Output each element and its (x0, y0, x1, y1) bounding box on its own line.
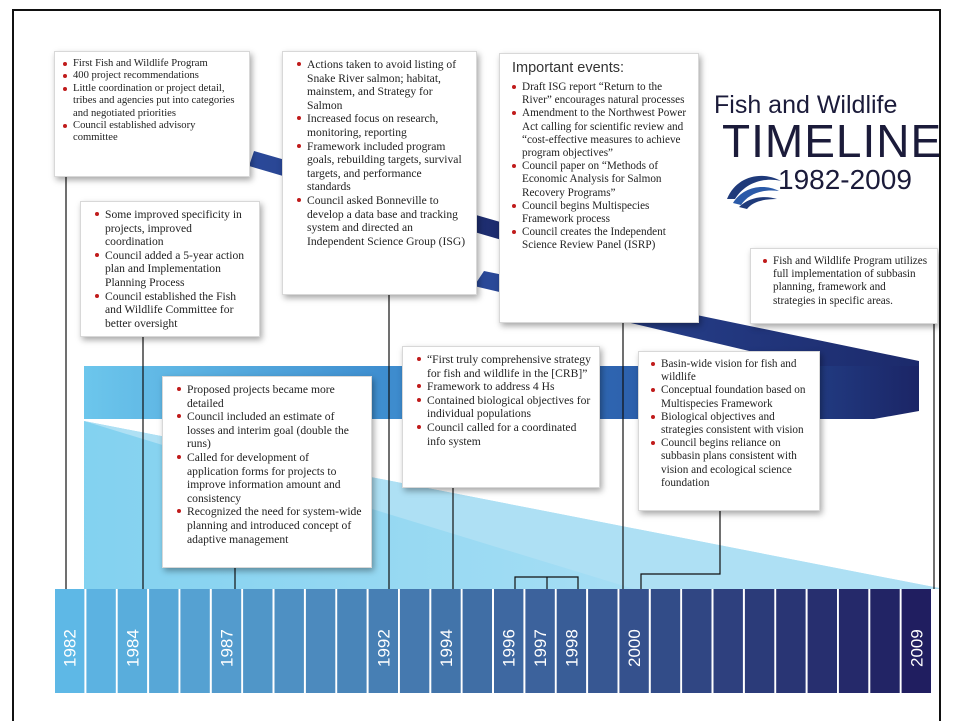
bullet-item: Recognized the need for system-wide plan… (177, 505, 363, 546)
year-label: 1994 (437, 629, 456, 667)
bullet-item: Council established the Fish and Wildlif… (95, 290, 251, 331)
bullet-item: Framework included program goals, rebuil… (297, 140, 468, 194)
bullet-item: Council creates the Independent Science … (512, 226, 690, 252)
year-cell (211, 589, 242, 693)
box-2009: Fish and Wildlife Program utilizes full … (750, 248, 938, 324)
bullet-item: Framework to address 4 Hs (417, 380, 591, 394)
bullet-item: Council called for a coordinated info sy… (417, 421, 591, 448)
year-cell (55, 589, 85, 693)
year-cell (713, 589, 743, 693)
bullet-item: Council added a 5-year action plan and I… (95, 249, 251, 290)
year-cell (870, 589, 900, 693)
poster-frame: 1982 1984 1987 1992 1994 1996 1997 1998 2000 2009… (12, 9, 941, 721)
bullet-item: Draft ISG report “Return to the River” e… (512, 81, 690, 107)
year-cell (807, 589, 837, 693)
list-2009: Fish and Wildlife Program utilizes full … (763, 255, 929, 308)
year-cell (525, 589, 555, 693)
list-1984: Some improved specificity in projects, i… (95, 208, 251, 330)
bullet-item: Proposed projects became more detailed (177, 383, 363, 410)
connector-lines (65, 161, 935, 589)
year-cell (149, 589, 179, 693)
year-label: 1998 (562, 629, 581, 667)
year-cell (744, 589, 775, 693)
bullet-item: Council paper on “Methods of Economic An… (512, 160, 690, 200)
important-events-heading: Important events: (512, 60, 625, 76)
bullet-item: Council begins Multispecies Framework pr… (512, 200, 690, 226)
year-label: 1984 (123, 629, 142, 667)
bullet-item: Biological objectives and strategies con… (651, 411, 811, 437)
title-line-1: Fish and Wildlife (714, 91, 898, 119)
poster-title: Fish and Wildlife TIMELINE 1982-2009 (714, 91, 941, 197)
year-cell (399, 589, 430, 693)
box-1996: Important events: Draft ISG report “Retu… (499, 53, 699, 323)
year-cell (838, 589, 869, 693)
title-line-2: TIMELINE (722, 115, 941, 167)
year-cell (86, 589, 116, 693)
year-label: 1996 (500, 629, 519, 667)
bullet-item: 400 project recommendations (63, 70, 241, 82)
year-cell (305, 589, 336, 693)
year-cell (682, 589, 712, 693)
bullet-item: First Fish and Wildlife Program (63, 58, 241, 70)
year-cell (776, 589, 806, 693)
bullet-item: Council included an estimate of losses a… (177, 410, 363, 451)
year-label: 1982 (61, 629, 80, 667)
bullet-item: Actions taken to avoid listing of Snake … (297, 58, 468, 112)
bullet-item: Fish and Wildlife Program utilizes full … (763, 255, 929, 308)
bullet-item: Council asked Bonneville to develop a da… (297, 194, 468, 248)
box-1984: Some improved specificity in projects, i… (80, 201, 260, 337)
year-label: 1997 (531, 629, 550, 667)
year-label: 1992 (374, 629, 393, 667)
fish-logo-icon (727, 175, 781, 209)
bullet-item: Called for development of application fo… (177, 451, 363, 505)
list-1994: “First truly comprehensive strategy for … (417, 353, 591, 448)
box-1992: Actions taken to avoid listing of Snake … (282, 51, 477, 295)
title-line-3: 1982-2009 (778, 164, 912, 195)
bullet-item: Little coordination or project detail, t… (63, 83, 241, 120)
bullet-item: Some improved specificity in projects, i… (95, 208, 251, 249)
year-cell (431, 589, 461, 693)
year-label: 1987 (218, 629, 237, 667)
bullet-item: Council begins reliance on subbasin plan… (651, 437, 811, 490)
list-1992: Actions taken to avoid listing of Snake … (297, 58, 468, 248)
year-cell (588, 589, 618, 693)
bullet-item: Basin-wide vision for fish and wildlife (651, 358, 811, 384)
year-cell (462, 589, 492, 693)
year-cell (556, 589, 587, 693)
year-cell (901, 589, 931, 693)
list-1996: Draft ISG report “Return to the River” e… (512, 81, 690, 253)
year-bar: 1982 1984 1987 1992 1994 1996 1997 1998 2000 2009 (55, 589, 931, 693)
year-cell (650, 589, 681, 693)
bullet-item: Amendment to the Northwest Power Act cal… (512, 107, 690, 160)
bullet-item: Contained biological objectives for indi… (417, 394, 591, 421)
bullet-item: “First truly comprehensive strategy for … (417, 353, 591, 380)
bullet-item: Increased focus on research, monitoring,… (297, 112, 468, 139)
bullet-item: Council established advisory committee (63, 120, 241, 145)
year-cell (180, 589, 210, 693)
year-cell (117, 589, 148, 693)
year-cell (494, 589, 524, 693)
year-cell (368, 589, 398, 693)
box-1994: “First truly comprehensive strategy for … (402, 346, 600, 488)
year-cell (337, 589, 367, 693)
year-cell (619, 589, 649, 693)
year-cell (274, 589, 304, 693)
bullet-item: Conceptual foundation based on Multispec… (651, 384, 811, 410)
year-label: 2009 (907, 629, 926, 667)
year-label: 2000 (625, 629, 644, 667)
year-cell (243, 589, 273, 693)
